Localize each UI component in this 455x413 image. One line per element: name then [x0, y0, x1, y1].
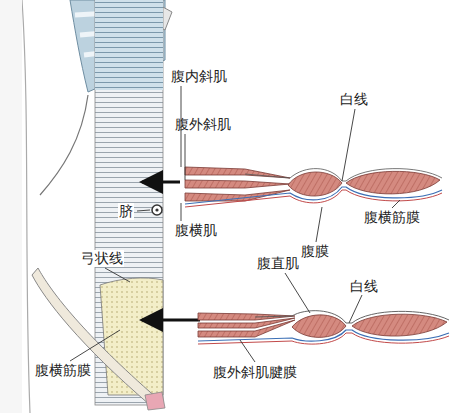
part-label: 白线: [349, 278, 379, 295]
part-label: 腹外斜肌腱膜: [212, 364, 298, 381]
part-label: 白线: [339, 91, 369, 108]
part-label: 弓状线: [80, 250, 124, 267]
part-label: 腹直肌: [256, 255, 300, 272]
part-label: 腹横筋膜: [363, 209, 421, 226]
part-label: 腹横肌: [174, 222, 218, 239]
part-label: 腹膜: [300, 243, 330, 260]
part-label: 脐: [118, 203, 134, 220]
part-label: 腹横筋膜: [34, 362, 92, 379]
part-label: 腹内斜肌: [170, 68, 228, 85]
part-label: 腹外斜肌: [174, 116, 232, 133]
